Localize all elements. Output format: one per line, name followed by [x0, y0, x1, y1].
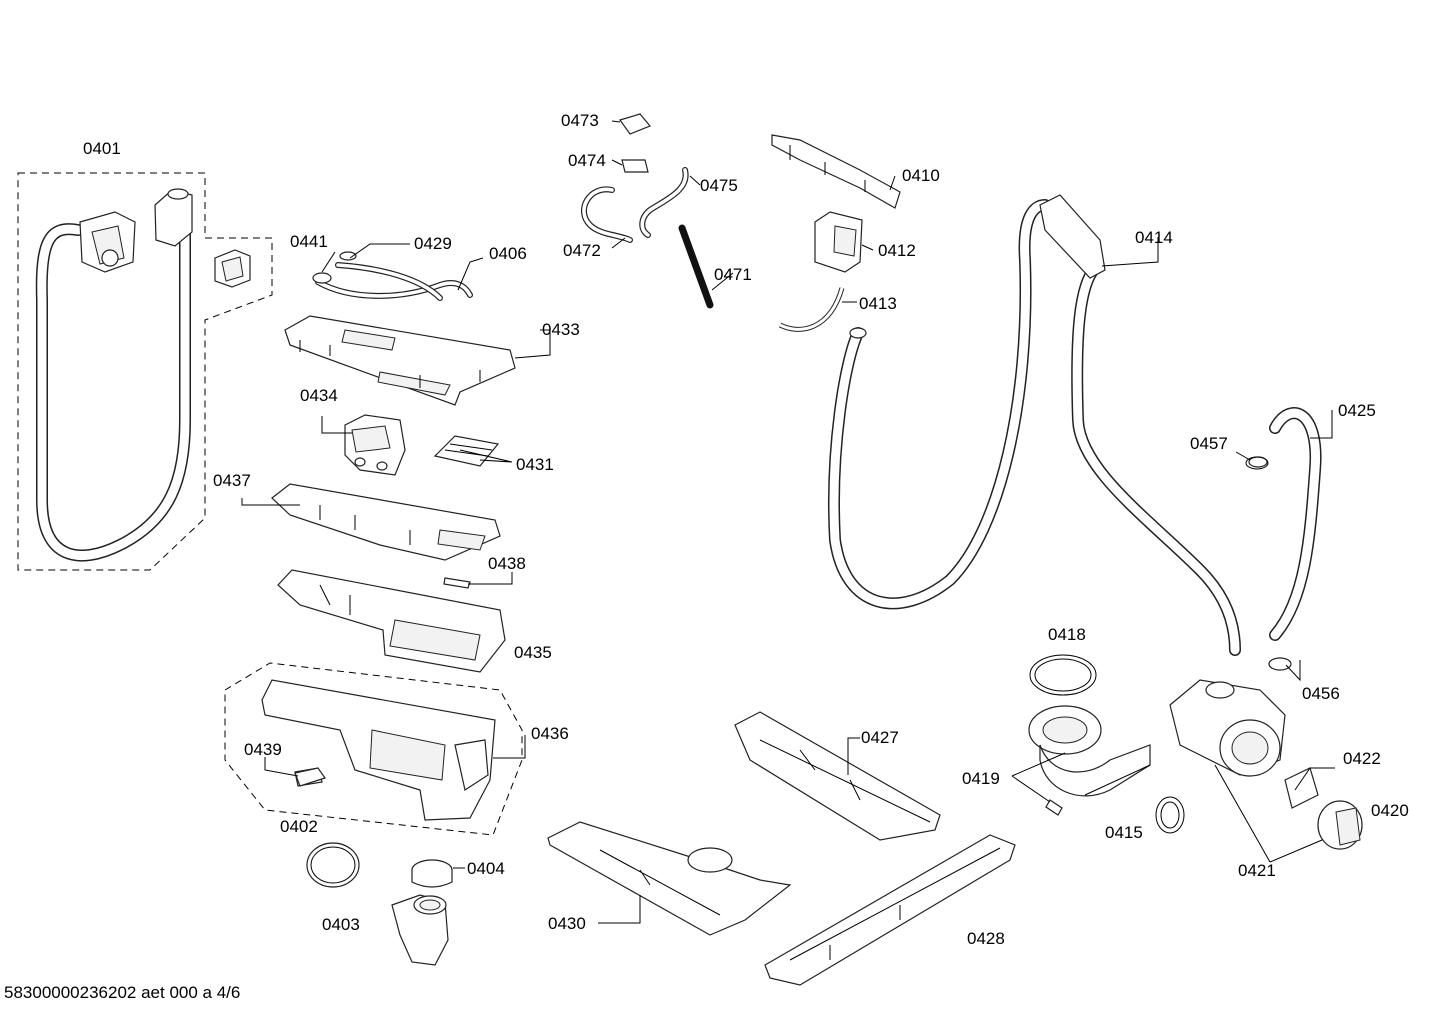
- label-0433: 0433: [542, 320, 580, 339]
- label-0421: 0421: [1238, 861, 1276, 880]
- label-0434: 0434: [300, 386, 338, 405]
- label-0404: 0404: [467, 859, 505, 878]
- part-0422-plate: [1284, 767, 1319, 809]
- label-0456: 0456: [1302, 684, 1340, 703]
- part-0419-sump-hose: [1028, 705, 1151, 816]
- part-0439-seal: [294, 767, 326, 787]
- part-0427-rail: [734, 711, 941, 841]
- part-0415-clamp: [1155, 796, 1185, 834]
- part-0413-tube: [778, 287, 845, 332]
- part-0430-base-plate: [547, 821, 792, 936]
- part-0437-dispenser-lid: [271, 483, 501, 561]
- label-0475: 0475: [700, 176, 738, 195]
- part-0410-cable-harness: [771, 134, 901, 209]
- label-0436: 0436: [531, 724, 569, 743]
- label-0435: 0435: [514, 643, 552, 662]
- leader-lines: [241, 120, 1335, 924]
- label-0427: 0427: [861, 728, 899, 747]
- label-0413: 0413: [859, 294, 897, 313]
- part-0401-inlet-hose-group: [17, 172, 273, 571]
- label-0403: 0403: [322, 915, 360, 934]
- part-0435-dispenser-drawer: [277, 569, 506, 673]
- part-0429-0406-hoses: [312, 251, 473, 301]
- part-0404-clamp: [411, 859, 453, 888]
- label-0406: 0406: [489, 244, 527, 263]
- label-0412: 0412: [878, 241, 916, 260]
- label-0425: 0425: [1338, 401, 1376, 420]
- label-0418: 0418: [1048, 625, 1086, 644]
- label-0471: 0471: [714, 265, 752, 284]
- label-0457: 0457: [1190, 434, 1228, 453]
- label-0441: 0441: [290, 232, 328, 251]
- part-0434-water-valve: [344, 414, 406, 476]
- label-0414: 0414: [1135, 228, 1173, 247]
- part-0471-spring-tube: [678, 224, 714, 309]
- label-0430: 0430: [548, 914, 586, 933]
- part-0438-clip: [443, 577, 471, 589]
- label-0438: 0438: [488, 554, 526, 573]
- label-0437: 0437: [213, 471, 251, 490]
- label-0419: 0419: [962, 769, 1000, 788]
- label-0402: 0402: [280, 817, 318, 836]
- part-0457-clamp: [1245, 456, 1269, 470]
- label-0428: 0428: [967, 929, 1005, 948]
- label-0410: 0410: [902, 166, 940, 185]
- part-0402-clamp: [306, 842, 360, 888]
- label-0439: 0439: [244, 740, 282, 759]
- label-0422: 0422: [1343, 749, 1381, 768]
- label-0401: 0401: [83, 139, 121, 158]
- part-0433-dispenser-top: [284, 315, 516, 406]
- part-0403-bellows: [391, 894, 449, 966]
- document-footer-code: 58300000236202 aet 000 a 4/6: [4, 983, 240, 1002]
- part-0421-drain-pump: [1169, 679, 1286, 777]
- label-0474: 0474: [568, 151, 606, 170]
- part-0412-dispenser-pump: [814, 211, 863, 273]
- part-0473-clip: [619, 113, 651, 135]
- label-0420: 0420: [1371, 801, 1409, 820]
- label-0473: 0473: [561, 111, 599, 130]
- part-0420-pump-filter: [1317, 800, 1363, 850]
- part-labels: 0401 0441 0429 0406 0433 0434 0431 0437 …: [83, 111, 1409, 948]
- part-0414-drain-hoses: [828, 194, 1241, 656]
- label-0415: 0415: [1105, 823, 1143, 842]
- part-0418-clamp: [1029, 654, 1097, 696]
- label-0431: 0431: [516, 455, 554, 474]
- part-0472-0475-tubes: [581, 167, 689, 243]
- label-0429: 0429: [414, 234, 452, 253]
- part-0425-pump-hose: [1248, 407, 1322, 671]
- label-0472: 0472: [563, 241, 601, 260]
- part-0474-holder: [621, 159, 649, 173]
- part-0428-rail: [764, 834, 1016, 986]
